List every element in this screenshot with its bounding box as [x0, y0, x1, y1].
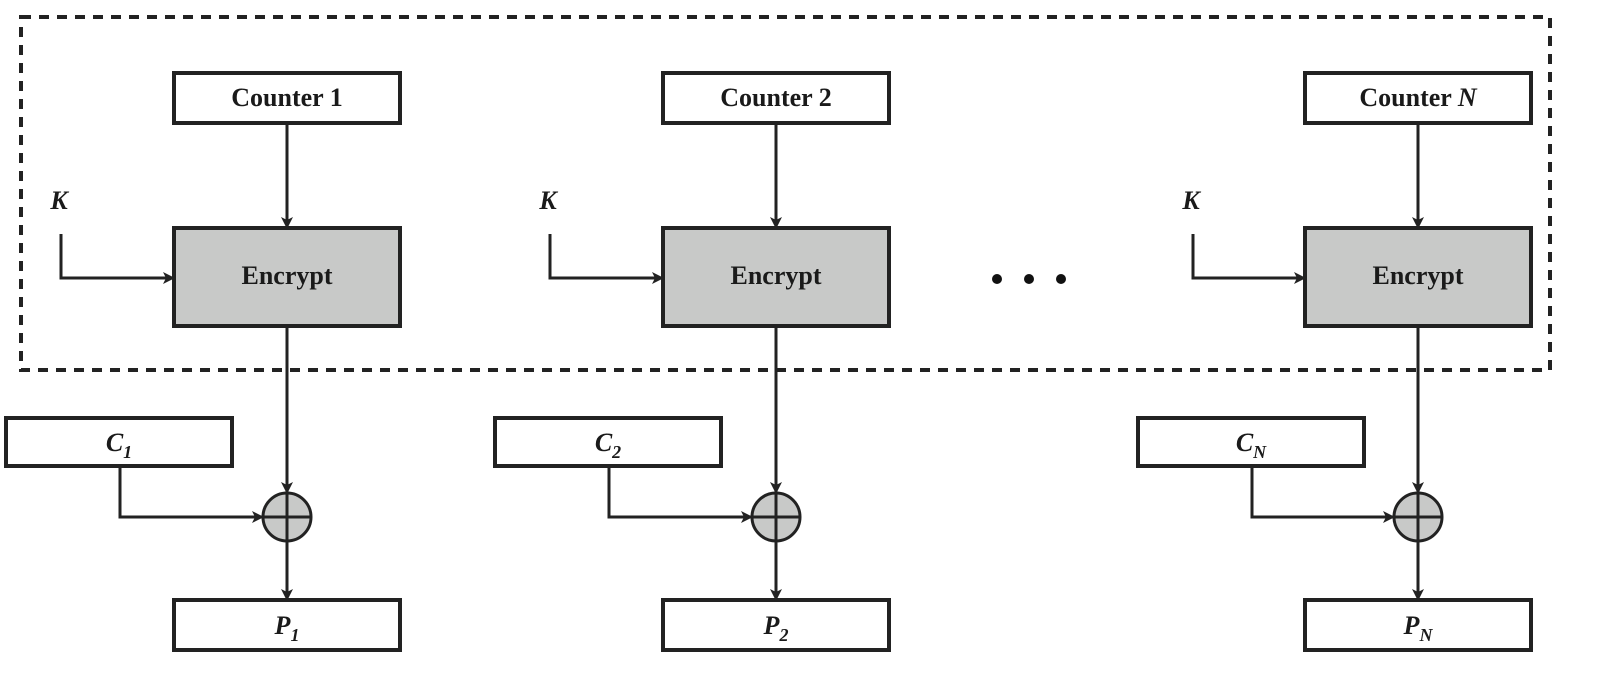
ciphertext-box	[4, 416, 234, 468]
counter-box	[661, 71, 891, 125]
key-arrow	[1191, 234, 1306, 284]
plaintext-box	[1303, 598, 1533, 652]
counter-label: Counter 1	[231, 83, 342, 112]
column-3: Counter N Encrypt K CN PN	[1136, 71, 1533, 652]
ciphertext-to-xor-arrow	[1250, 466, 1395, 523]
plaintext-label: P1	[274, 611, 300, 645]
key-arrow	[59, 234, 175, 284]
xor-icon	[261, 491, 313, 543]
counter-label: Counter N	[1359, 83, 1477, 112]
ciphertext-to-xor-arrow	[607, 466, 753, 523]
ellipsis	[992, 274, 1066, 284]
encrypt-label: Encrypt	[242, 261, 333, 290]
xor-icon	[1392, 491, 1444, 543]
ellipsis-dot	[992, 274, 1002, 284]
key-label: K	[1181, 186, 1201, 215]
plaintext-label: PN	[1403, 611, 1434, 645]
plaintext-box	[661, 598, 891, 652]
encrypt-label: Encrypt	[1373, 261, 1464, 290]
xor-icon	[750, 491, 802, 543]
encrypt-box	[172, 226, 402, 328]
ellipsis-dot	[1056, 274, 1066, 284]
plaintext-box	[172, 598, 402, 652]
counter-label: Counter 2	[720, 83, 831, 112]
ciphertext-to-xor-arrow	[118, 466, 264, 523]
plaintext-label: P2	[763, 611, 789, 645]
ciphertext-label: C1	[106, 428, 132, 462]
key-arrow	[548, 234, 664, 284]
ellipsis-dot	[1024, 274, 1034, 284]
keystream-region-border	[19, 15, 1552, 372]
encrypt-label: Encrypt	[731, 261, 822, 290]
key-label: K	[538, 186, 558, 215]
ciphertext-label: C2	[595, 428, 621, 462]
ciphertext-label: CN	[1236, 428, 1267, 462]
key-label: K	[49, 186, 69, 215]
